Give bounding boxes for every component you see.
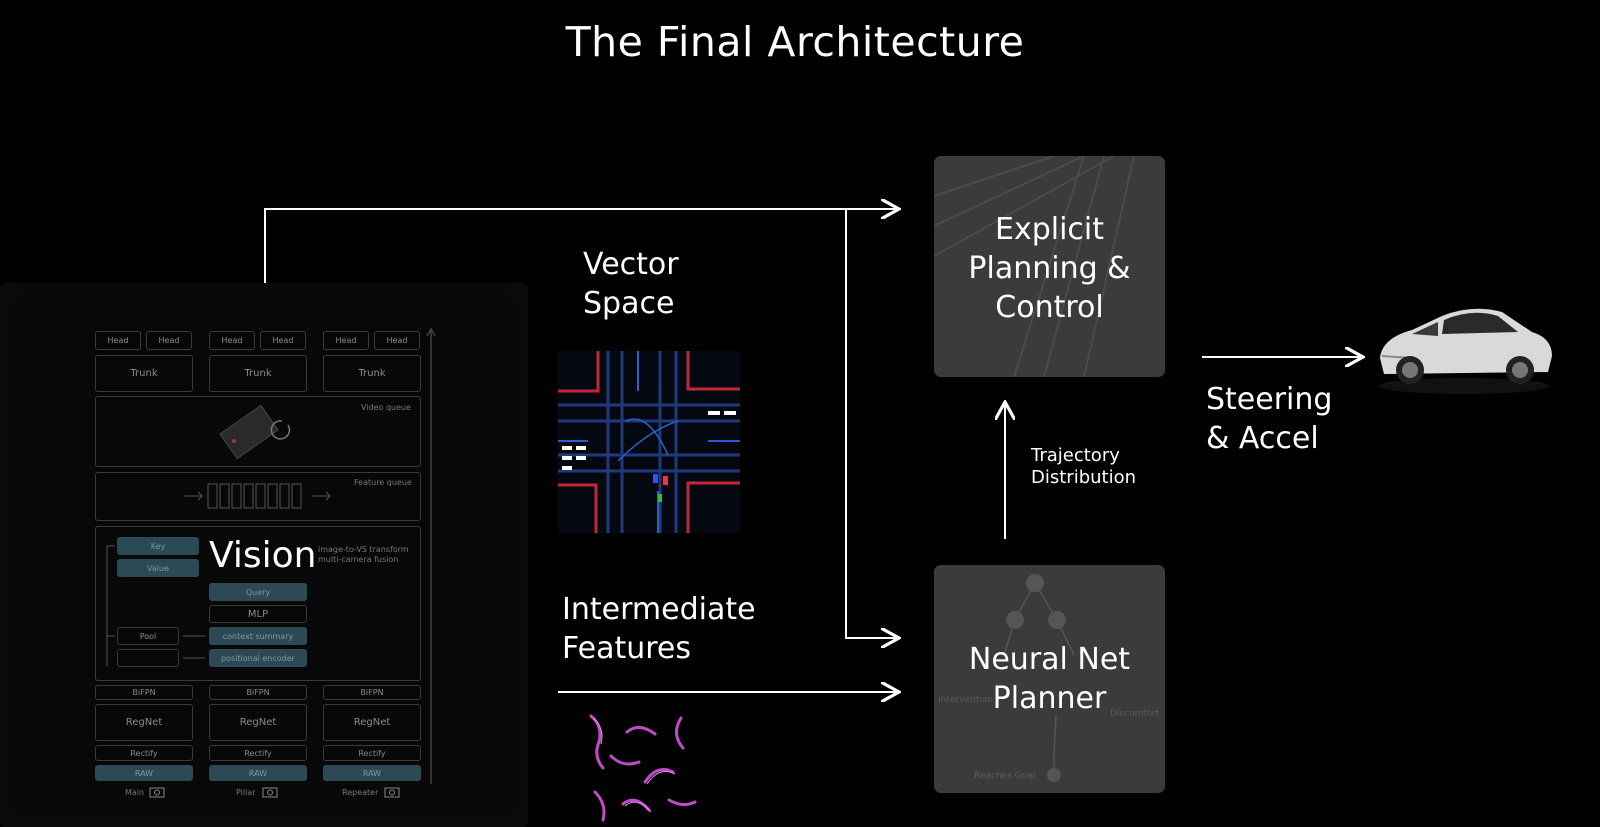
neural-net-planner-box: Intervention Discomfort Reaches Goal Neu… [934, 565, 1165, 793]
trajectory-line-1: Trajectory [1031, 445, 1120, 466]
camera-icon [262, 787, 278, 798]
vision-panel: Head Head Head Head Head Head Trunk Trun… [0, 283, 528, 827]
steering-line-1: Steering [1206, 382, 1333, 417]
video-queue-graphic [219, 404, 291, 460]
epc-title: Explicit Planning & Control [934, 210, 1165, 327]
camera-icon [384, 787, 400, 798]
epc-line-3: Control [995, 290, 1104, 325]
head-block: Head [260, 331, 306, 350]
value-block: Value [117, 559, 199, 577]
branch-to-nnp-arrow [845, 209, 897, 638]
positional-encoder-block: positional encoder [209, 649, 307, 667]
query-block: Query [209, 583, 307, 601]
camera-label: Pillar [236, 788, 256, 797]
nnp-line-2: Planner [992, 681, 1107, 716]
vector-space-label: Vector Space [583, 245, 679, 323]
transform-block [95, 526, 421, 681]
bifpn-block: BiFPN [323, 685, 421, 700]
reaches-goal-label: Reaches Goal [974, 771, 1036, 781]
raw-block: RAW [95, 765, 193, 781]
regnet-block: RegNet [209, 704, 307, 741]
steering-accel-label: Steering & Accel [1206, 380, 1332, 458]
head-block: Head [374, 331, 420, 350]
key-block: Key [117, 537, 199, 555]
head-block: Head [209, 331, 255, 350]
trajectory-line-2: Distribution [1031, 467, 1137, 488]
head-block: Head [95, 331, 141, 350]
video-queue-label: Video queue [361, 403, 412, 412]
head-block: Head [146, 331, 192, 350]
intermediate-features-line-1: Intermediate [562, 592, 756, 627]
vision-flow-up-arrow [426, 327, 436, 784]
bifpn-block: BiFPN [95, 685, 193, 700]
regnet-block: RegNet [323, 704, 421, 741]
trajectory-distribution-label: Trajectory Distribution [1031, 445, 1136, 489]
steering-line-2: & Accel [1206, 421, 1319, 456]
trunk-block: Trunk [323, 355, 421, 392]
nnp-line-1: Neural Net [968, 642, 1131, 677]
raw-block: RAW [209, 765, 307, 781]
rectify-block: Rectify [209, 745, 307, 761]
feature-queue-graphic [184, 483, 331, 509]
regnet-block: RegNet [95, 704, 193, 741]
rectify-block: Rectify [323, 745, 421, 761]
discomfort-label: Discomfort [1110, 709, 1160, 719]
intermediate-features-line-2: Features [562, 631, 691, 666]
intermediate-features-label: Intermediate Features [562, 590, 756, 668]
vector-space-line-2: Space [583, 286, 675, 321]
pool-block: Pool [117, 627, 179, 645]
context-summary-block: context summary [209, 627, 307, 645]
vision-to-epc-arrow [264, 209, 897, 290]
vector-space-line-1: Vector [583, 247, 679, 282]
mlp-block: MLP [209, 605, 307, 623]
nnp-title: Neural Net Planner [934, 640, 1165, 718]
transform-label: image-to-VS transform [318, 545, 409, 554]
slide-title: The Final Architecture [565, 18, 1025, 66]
camera-label: Repeater [342, 788, 379, 797]
vector-space-map-image [558, 351, 740, 533]
video-queue-block [95, 396, 421, 467]
explicit-planning-control-box: Explicit Planning & Control [934, 156, 1165, 377]
vision-label: Vision [209, 535, 317, 576]
feature-queue-label: Feature queue [354, 478, 412, 487]
camera-icon [149, 787, 165, 798]
transform-label: multi-camera fusion [318, 555, 399, 564]
bifpn-block: BiFPN [209, 685, 307, 700]
head-block: Head [323, 331, 369, 350]
car-image [1378, 308, 1552, 394]
epc-line-1: Explicit [994, 212, 1104, 247]
pool-output-block [117, 649, 179, 667]
intermediate-features-image [589, 714, 697, 822]
trunk-block: Trunk [209, 355, 307, 392]
trunk-block: Trunk [95, 355, 193, 392]
feature-queue-block [95, 472, 421, 521]
rectify-block: Rectify [95, 745, 193, 761]
transform-connectors [106, 545, 205, 666]
epc-road-background [934, 156, 1135, 377]
intervention-label: Intervention [938, 695, 993, 705]
raw-block: RAW [323, 765, 421, 781]
nnp-tree-background [1003, 574, 1075, 782]
epc-line-2: Planning & [968, 251, 1131, 286]
camera-label: Main [125, 788, 145, 797]
